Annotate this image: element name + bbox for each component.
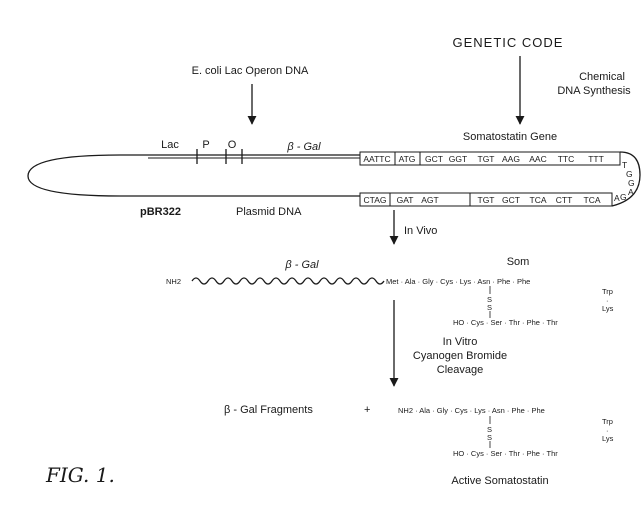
result-trp: Trp [602, 417, 613, 426]
hairpin-loop [611, 151, 641, 207]
top-codon: GCT [425, 154, 443, 164]
bottom-codon: TGT [478, 195, 495, 205]
top-codon: AATTC [363, 154, 390, 164]
chemical-label: Chemical [579, 71, 625, 83]
bottom-codon: CTAG [364, 195, 387, 205]
in-vivo-bottom-chain: HO · Cys · Ser · Thr · Phe · Thr [453, 318, 558, 327]
loop-base: G [626, 169, 633, 179]
active-somatostatin-label: Active Somatostatin [451, 475, 548, 487]
loop-base: T [622, 160, 627, 170]
loop-base: A [614, 193, 620, 203]
lac-operon-label: E. coli Lac Operon DNA [192, 65, 309, 77]
top-codon: ATG [399, 154, 416, 164]
cleavage-label: Cleavage [437, 364, 483, 376]
bottom-codon: AGT [421, 195, 438, 205]
beta-gal-fragments-label: β - Gal Fragments [224, 404, 313, 416]
in-vivo-trp: Trp [602, 287, 613, 296]
nh2-label: NH2 [166, 277, 181, 286]
sulfur: S [487, 295, 492, 304]
top-codon: AAC [529, 154, 546, 164]
figure-label: FIG. 1. [45, 463, 115, 487]
promoter-label: P [202, 139, 209, 151]
in-vitro-label: In Vitro [443, 336, 478, 348]
som-label: Som [507, 256, 530, 268]
in-vivo-top-chain: Met · Ala · Gly · Cys · Lys · Asn · Phe … [386, 277, 530, 286]
loop-base: G [628, 178, 635, 188]
bottom-codon: GAT [397, 195, 414, 205]
result-top-chain: NH2 · Ala · Gly · Cys · Lys · Asn · Phe … [398, 406, 545, 415]
bottom-strand-box [359, 192, 613, 207]
top-codon: AAG [502, 154, 520, 164]
plasmid-dna-label: Plasmid DNA [236, 206, 302, 218]
top-codon: TGT [478, 154, 495, 164]
in-vivo-lys: Lys [602, 304, 614, 313]
result-dot: · [606, 426, 609, 435]
bottom-codon: GCT [502, 195, 520, 205]
genetic-code-label: GENETIC CODE [453, 35, 564, 50]
top-codon: GGT [449, 154, 467, 164]
dna-synthesis-label: DNA Synthesis [557, 85, 631, 97]
top-strand-box [359, 151, 621, 166]
plus-sign: + [364, 404, 370, 416]
beta-gal-wavy-chain [191, 277, 385, 285]
lac-label: Lac [161, 139, 179, 151]
result-lys: Lys [602, 434, 614, 443]
pbr322-label: pBR322 [140, 206, 181, 218]
operator-label: O [228, 139, 237, 151]
cyanogen-bromide-label: Cyanogen Bromide [413, 350, 507, 362]
beta-gal-protein-label: β - Gal [284, 259, 319, 271]
top-codon: TTT [588, 154, 604, 164]
bottom-codon: CTT [556, 195, 573, 205]
loop-base: A [628, 187, 634, 197]
beta-gal-gene-label: β - Gal [286, 141, 321, 153]
bottom-codon: TCA [584, 195, 601, 205]
somatostatin-gene-title: Somatostatin Gene [463, 131, 557, 143]
sulfur: S [487, 425, 492, 434]
in-vivo-label: In Vivo [404, 225, 437, 237]
sulfur: S [487, 433, 492, 442]
plasmid-loop [27, 154, 360, 197]
in-vivo-dot: · [606, 296, 609, 305]
bottom-codon: TCA [530, 195, 547, 205]
sulfur: S [487, 303, 492, 312]
result-bottom-chain: HO · Cys · Ser · Thr · Phe · Thr [453, 449, 558, 458]
loop-base: G [620, 192, 627, 202]
top-codon: TTC [558, 154, 575, 164]
